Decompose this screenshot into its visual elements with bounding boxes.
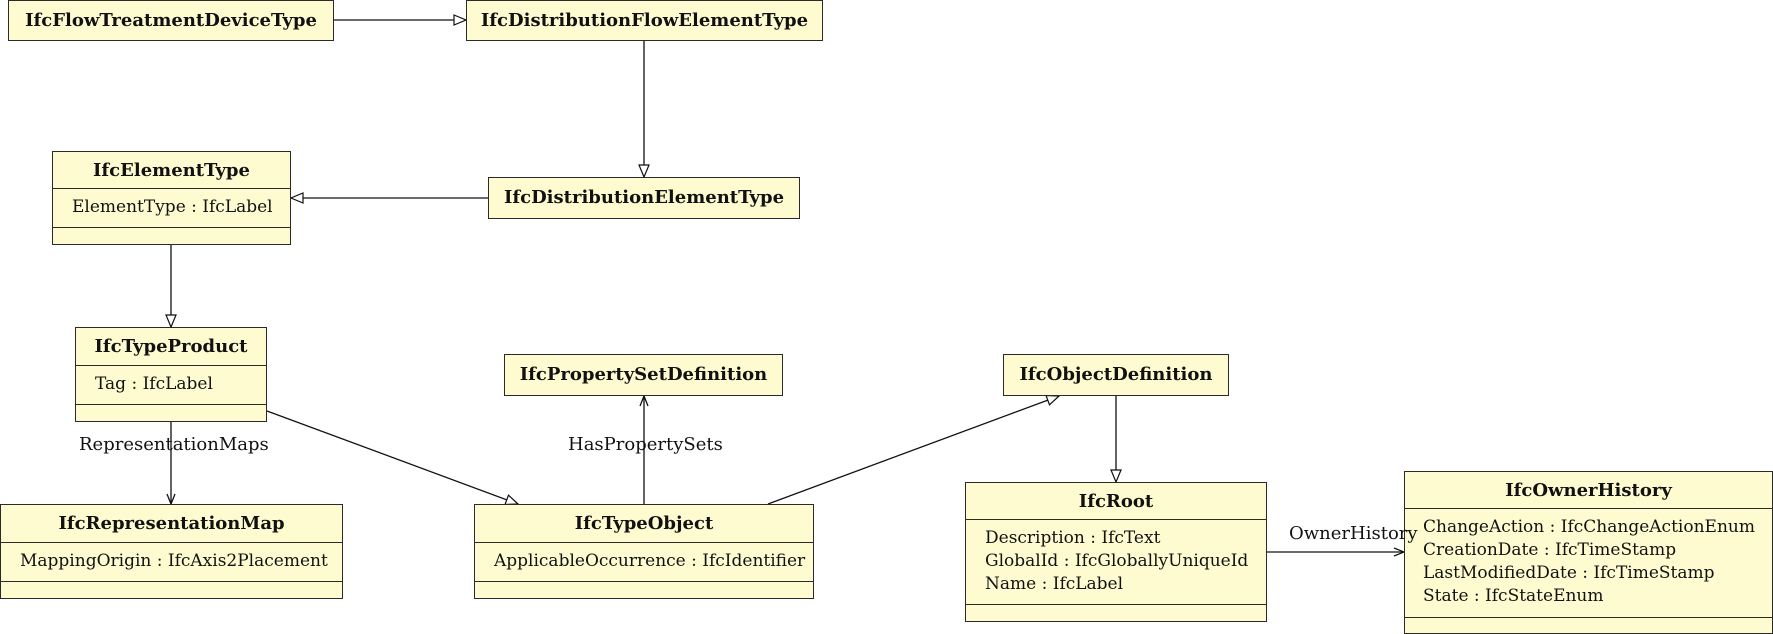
attribute: State : IfcStateEnum xyxy=(1423,586,1604,606)
class-name: IfcTypeProduct xyxy=(94,336,248,357)
class-operations xyxy=(475,581,813,598)
class-name: IfcObjectDefinition xyxy=(1019,364,1213,385)
class-operations xyxy=(966,604,1266,621)
class-attributes: Tag : IfcLabel xyxy=(76,365,266,404)
class-name: IfcDistributionFlowElementType xyxy=(480,9,809,31)
label-has-property-sets: HasPropertySets xyxy=(568,434,723,455)
attribute: GlobalId : IfcGloballyUniqueId xyxy=(985,551,1249,571)
class-ifc-object-definition[interactable]: IfcObjectDefinition xyxy=(1003,354,1229,396)
class-operations xyxy=(76,404,266,421)
class-name: IfcRepresentationMap xyxy=(58,513,285,534)
attribute: Name : IfcLabel xyxy=(985,574,1124,594)
class-operations xyxy=(1,581,342,598)
class-operations xyxy=(1405,617,1772,634)
class-name: IfcFlowTreatmentDeviceType xyxy=(25,9,317,31)
label-owner-history: OwnerHistory xyxy=(1289,523,1418,544)
class-ifc-distribution-flow-element-type[interactable]: IfcDistributionFlowElementType xyxy=(466,0,823,41)
class-ifc-distribution-element-type[interactable]: IfcDistributionElementType xyxy=(488,177,800,219)
label-representation-maps: RepresentationMaps xyxy=(79,434,269,455)
class-attributes: ChangeAction : IfcChangeActionEnum Creat… xyxy=(1405,508,1772,617)
attribute: Tag : IfcLabel xyxy=(95,374,213,394)
class-name: IfcRoot xyxy=(1078,490,1154,512)
class-name: IfcDistributionElementType xyxy=(503,187,785,208)
class-ifc-property-set-definition[interactable]: IfcPropertySetDefinition xyxy=(504,354,783,396)
class-attributes: ElementType : IfcLabel xyxy=(53,188,290,227)
class-name: IfcTypeObject xyxy=(574,513,714,534)
attribute: Description : IfcText xyxy=(985,528,1161,548)
class-ifc-type-product[interactable]: IfcTypeProduct Tag : IfcLabel xyxy=(75,327,267,422)
class-ifc-type-object[interactable]: IfcTypeObject ApplicableOccurrence : Ifc… xyxy=(474,504,814,599)
class-ifc-flow-treatment-device-type[interactable]: IfcFlowTreatmentDeviceType xyxy=(8,0,334,41)
class-name: IfcOwnerHistory xyxy=(1505,479,1672,501)
generalization-type-object-to-object-definition xyxy=(767,396,1059,505)
class-ifc-owner-history[interactable]: IfcOwnerHistory ChangeAction : IfcChange… xyxy=(1404,471,1773,634)
class-attributes: Description : IfcText GlobalId : IfcGlob… xyxy=(966,519,1266,604)
generalization-type-product-to-type-object xyxy=(266,410,518,504)
attribute: LastModifiedDate : IfcTimeStamp xyxy=(1423,563,1715,583)
class-name: IfcPropertySetDefinition xyxy=(519,364,768,385)
attribute: MappingOrigin : IfcAxis2Placement xyxy=(20,551,328,571)
class-operations xyxy=(53,227,290,244)
class-ifc-root[interactable]: IfcRoot Description : IfcText GlobalId :… xyxy=(965,482,1267,622)
attribute: CreationDate : IfcTimeStamp xyxy=(1423,540,1677,560)
class-name: IfcElementType xyxy=(93,159,250,181)
attribute: ApplicableOccurrence : IfcIdentifier xyxy=(494,551,806,571)
class-attributes: ApplicableOccurrence : IfcIdentifier xyxy=(475,542,813,581)
attribute: ChangeAction : IfcChangeActionEnum xyxy=(1423,517,1755,537)
class-attributes: MappingOrigin : IfcAxis2Placement xyxy=(1,542,342,581)
class-ifc-element-type[interactable]: IfcElementType ElementType : IfcLabel xyxy=(52,151,291,245)
attribute: ElementType : IfcLabel xyxy=(72,197,273,217)
class-ifc-representation-map[interactable]: IfcRepresentationMap MappingOrigin : Ifc… xyxy=(0,504,343,599)
